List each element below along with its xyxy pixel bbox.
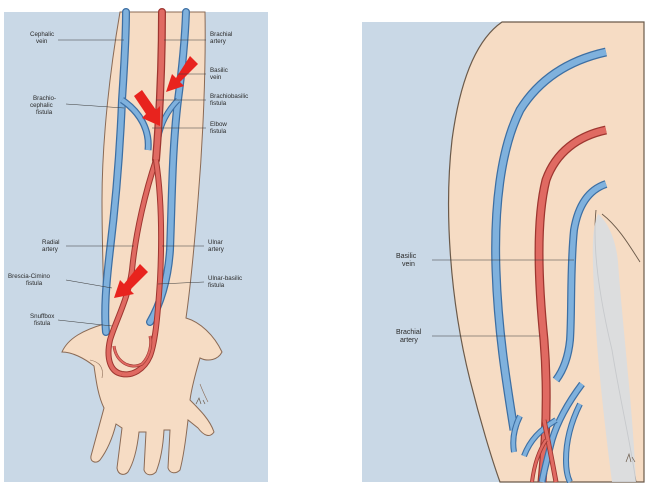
left-panel: Cephalic vein Brachial artery Basilic ve… <box>4 12 268 482</box>
label-ulnar-artery: Ulnar artery <box>208 239 225 253</box>
label-elbow-fistula: Elbow fistula <box>210 121 229 135</box>
right-panel: Basilic vein Brachial artery <box>362 22 644 482</box>
